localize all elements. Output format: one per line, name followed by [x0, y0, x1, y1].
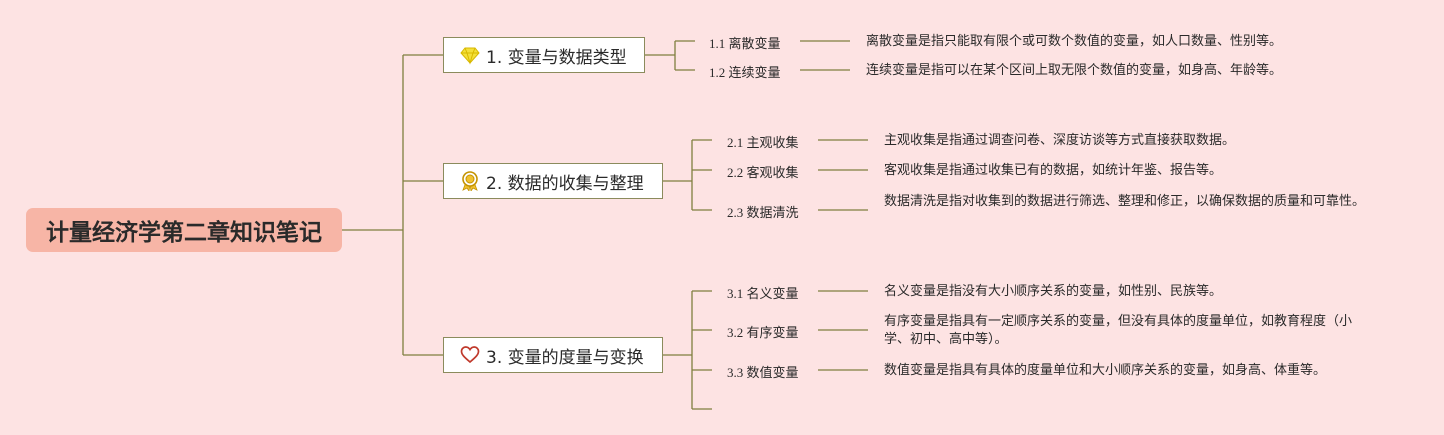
branch-topic-label: 3. 变量的度量与变换 — [486, 347, 644, 368]
branch-topic-label: 1. 变量与数据类型 — [486, 47, 627, 68]
subtopic-2-1[interactable]: 2.1 主观收集 — [727, 135, 799, 150]
diamond-icon — [460, 45, 480, 65]
root-topic-label: 计量经济学第二章知识笔记 — [46, 220, 322, 246]
subtopic-description: 有序变量是指具有一定顺序关系的变量，但没有具体的度量单位，如教育程度（小学、初中… — [884, 314, 1353, 347]
subtopic-3-2[interactable]: 3.2 有序变量 — [727, 325, 799, 340]
root-topic[interactable]: 计量经济学第二章知识笔记 — [26, 208, 342, 252]
subtopic-1-1[interactable]: 1.1 离散变量 — [709, 36, 781, 51]
branch-topic-label: 2. 数据的收集与整理 — [486, 173, 644, 194]
subtopic-2-3[interactable]: 2.3 数据清洗 — [727, 205, 799, 220]
award-ribbon-icon — [460, 171, 480, 191]
subtopic-description: 数值变量是指具有具体的度量单位和大小顺序关系的变量，如身高、体重等。 — [884, 363, 1327, 378]
subtopic-2-2[interactable]: 2.2 客观收集 — [727, 165, 799, 180]
subtopic-description: 名义变量是指没有大小顺序关系的变量，如性别、民族等。 — [884, 284, 1223, 299]
subtopic-1-2[interactable]: 1.2 连续变量 — [709, 65, 781, 80]
subtopic-description: 客观收集是指通过收集已有的数据，如统计年鉴、报告等。 — [884, 163, 1223, 178]
subtopic-description: 连续变量是指可以在某个区间上取无限个数值的变量，如身高、年龄等。 — [866, 63, 1283, 78]
heart-outline-icon — [460, 345, 480, 365]
branch-topic-1[interactable]: 1. 变量与数据类型 — [443, 37, 645, 73]
branch-topic-3[interactable]: 3. 变量的度量与变换 — [443, 337, 663, 373]
subtopic-description: 数据清洗是指对收集到的数据进行筛选、整理和修正，以确保数据的质量和可靠性。 — [884, 194, 1366, 209]
subtopic-3-3[interactable]: 3.3 数值变量 — [727, 365, 799, 380]
subtopic-description: 离散变量是指只能取有限个或可数个数值的变量，如人口数量、性别等。 — [866, 34, 1283, 49]
subtopic-description: 主观收集是指通过调查问卷、深度访谈等方式直接获取数据。 — [884, 133, 1236, 148]
branch-topic-2[interactable]: 2. 数据的收集与整理 — [443, 163, 663, 199]
subtopic-3-1[interactable]: 3.1 名义变量 — [727, 286, 799, 301]
